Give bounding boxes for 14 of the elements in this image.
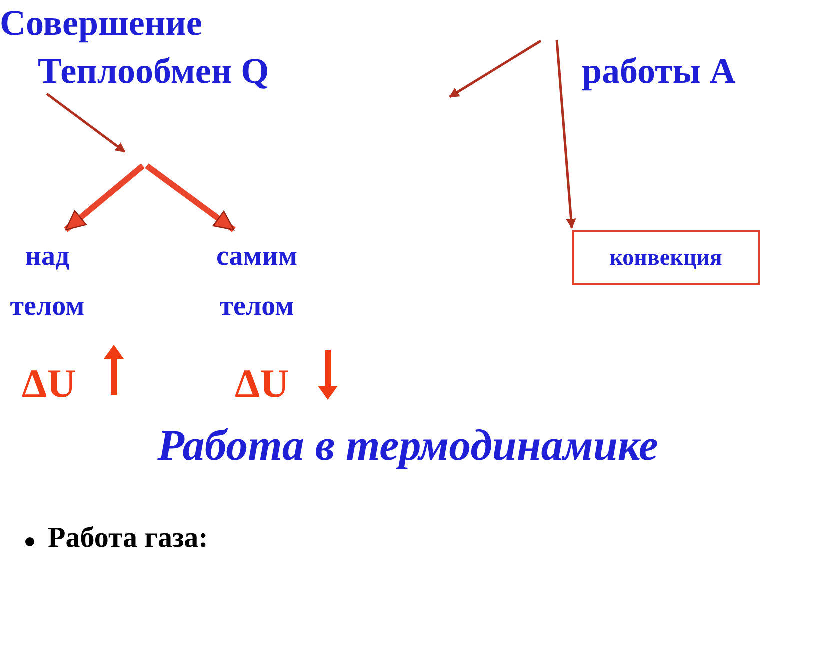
text-label: работы А bbox=[582, 50, 736, 92]
text-label: ΔU bbox=[22, 360, 76, 407]
heading: Работа в термодинамике bbox=[156, 420, 660, 471]
node-label: Теплообмен Q bbox=[38, 50, 270, 92]
process-box: конвекция bbox=[572, 230, 760, 285]
arrow bbox=[556, 40, 576, 229]
text-label: Совершение bbox=[0, 2, 202, 44]
text-label: Работа газа: bbox=[48, 522, 208, 555]
node-label: самим телом bbox=[198, 232, 316, 332]
arrow bbox=[64, 164, 145, 232]
arrow bbox=[145, 164, 236, 232]
node-label: над телом bbox=[0, 232, 95, 332]
arrow bbox=[46, 93, 126, 153]
text-label: ΔU bbox=[235, 360, 289, 407]
